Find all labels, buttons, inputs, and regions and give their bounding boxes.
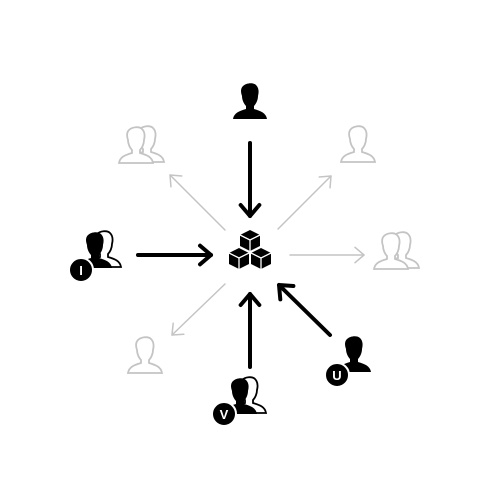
person-icon-bottom-left xyxy=(128,337,162,373)
badge-label-bottom: V xyxy=(220,407,229,422)
person-group-icon-top-left xyxy=(119,126,164,163)
icons-layer: I V U xyxy=(68,83,419,427)
arrow-top-right xyxy=(277,175,332,230)
badge-bottom: V xyxy=(211,401,237,427)
arrow-right xyxy=(289,246,365,264)
arrow-bottom-left xyxy=(171,283,226,336)
person-group-icon-right xyxy=(374,232,419,269)
arrow-bottom-right xyxy=(277,283,332,337)
person-icon-top xyxy=(233,83,267,119)
badge-label-bottom-right: U xyxy=(332,368,341,383)
arrow-top xyxy=(238,141,262,218)
cubes-icon xyxy=(228,229,272,270)
person-icon-top-right xyxy=(341,126,375,162)
badge-bottom-right: U xyxy=(324,362,350,388)
arrows-layer xyxy=(136,141,365,369)
arrow-bottom xyxy=(238,292,262,369)
badge-label-left: I xyxy=(79,263,83,278)
arrow-left xyxy=(136,243,213,267)
badge-left: I xyxy=(68,257,94,283)
arrow-top-left xyxy=(169,174,226,231)
